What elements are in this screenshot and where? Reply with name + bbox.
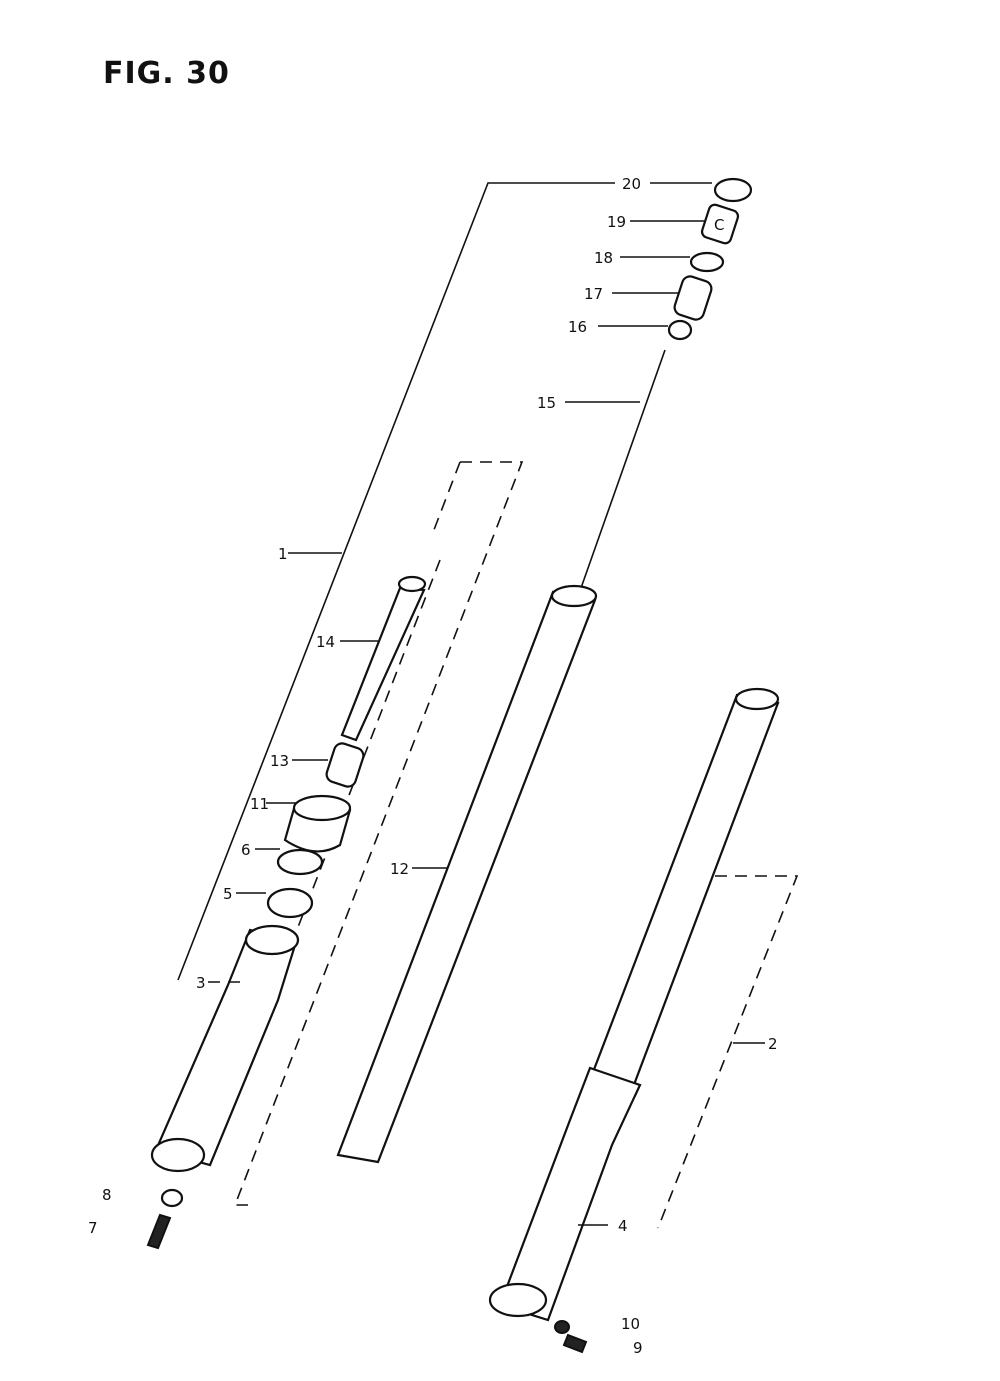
part-6-clip xyxy=(255,848,324,876)
part-19-bolt: C xyxy=(630,203,740,245)
part-14-damper-rod xyxy=(340,575,427,742)
part-5-ring xyxy=(236,887,314,919)
part-7-bolt xyxy=(146,1213,172,1250)
callout-3: 3 xyxy=(196,974,206,992)
part-16-washer xyxy=(598,319,693,341)
callout-12: 12 xyxy=(390,860,409,878)
callout-2: 2 xyxy=(768,1035,778,1053)
part-13-rod-piece xyxy=(292,742,365,788)
callout-14: 14 xyxy=(316,633,335,651)
part-15-spring xyxy=(565,349,666,606)
part-9-bolt xyxy=(562,1333,588,1354)
callout-19: 19 xyxy=(607,213,626,231)
callout-16: 16 xyxy=(568,318,587,336)
part-10-washer xyxy=(554,1320,570,1334)
part-3-outer-tube xyxy=(150,924,300,1173)
part-18-o-ring xyxy=(620,251,725,273)
assembly-1-bracket xyxy=(177,182,615,981)
callout-8: 8 xyxy=(102,1186,112,1204)
callout-10: 10 xyxy=(621,1315,640,1333)
callout-11: 11 xyxy=(250,795,269,813)
callout-1: 1 xyxy=(278,545,288,563)
callout-13: 13 xyxy=(270,752,289,770)
part-20-cap xyxy=(650,177,753,203)
callout-15: 15 xyxy=(537,394,556,412)
part-11-oil-seal xyxy=(266,794,352,853)
callout-18: 18 xyxy=(594,249,613,267)
part-12-inner-tube xyxy=(336,584,598,1164)
part-4-outer-tube xyxy=(488,1066,642,1322)
callout-20: 20 xyxy=(622,175,641,193)
callout-7: 7 xyxy=(88,1219,98,1237)
figure-title: FIG. 30 xyxy=(103,56,230,91)
part-2-tube xyxy=(588,687,780,1092)
callout-6: 6 xyxy=(241,841,251,859)
callout-17: 17 xyxy=(584,285,603,303)
callout-9: 9 xyxy=(633,1339,643,1357)
svg-text:C: C xyxy=(714,216,724,234)
part-8-washer xyxy=(160,1188,184,1208)
callout-5: 5 xyxy=(223,885,233,903)
assembly-2-bracket xyxy=(657,875,799,1229)
part-17-spacer xyxy=(612,275,713,321)
callout-4: 4 xyxy=(618,1217,628,1235)
